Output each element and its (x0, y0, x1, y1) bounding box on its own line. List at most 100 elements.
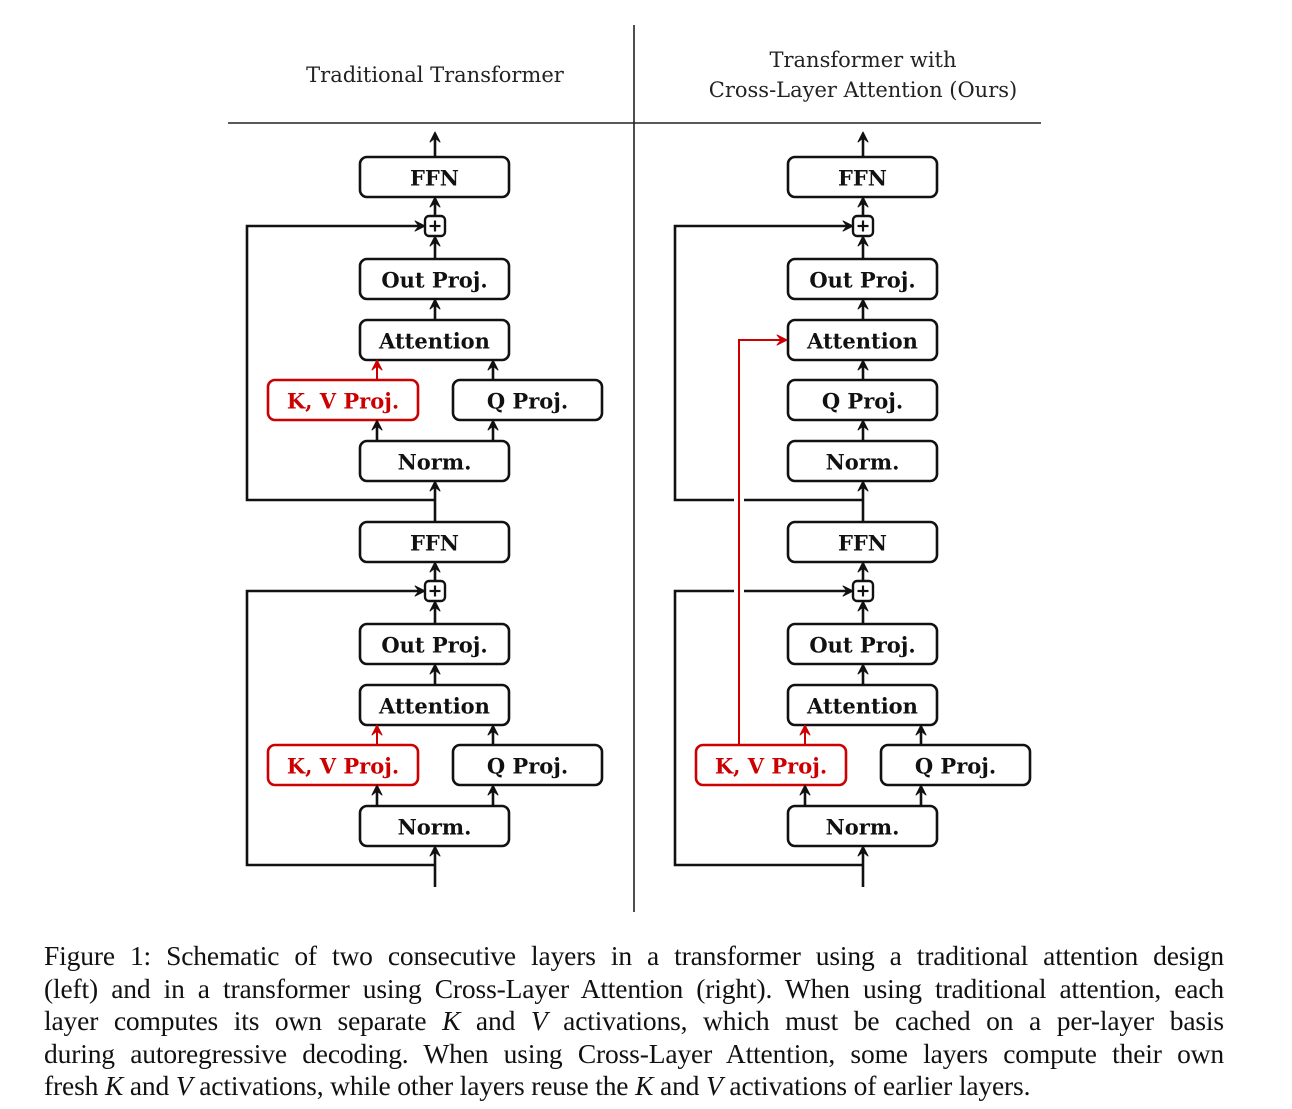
attention-block-label: Attention (806, 329, 918, 354)
out-proj-block-label: Out Proj. (809, 268, 915, 293)
norm-block: Norm. (786, 804, 939, 848)
arrowhead-icon (429, 131, 441, 143)
arrowhead-icon (429, 845, 441, 857)
caption-math-symbol: K (635, 1070, 654, 1101)
q-proj-block: Q Proj. (451, 743, 604, 787)
arrowhead-icon (371, 359, 383, 371)
arrowhead-icon (429, 561, 441, 573)
norm-block-label: Norm. (826, 450, 900, 475)
arrowhead-icon (429, 480, 441, 492)
caption-text: activations, which must be cached on a p… (547, 1005, 1224, 1036)
column-title-cross-layer: Cross-Layer Attention (Ours) (709, 78, 1017, 102)
caption-text: activations of earlier layers. (722, 1070, 1031, 1101)
out-proj-block: Out Proj. (786, 622, 939, 666)
kv-proj-block-label: K, V Proj. (715, 754, 827, 779)
arrowhead-icon (857, 480, 869, 492)
attention-block-label: Attention (806, 694, 918, 719)
arrowhead-icon (857, 600, 869, 612)
ffn-block-label: FFN (410, 531, 459, 556)
cross-layer-kv-connection (734, 334, 788, 745)
ffn-block: FFN (358, 520, 511, 564)
arrowhead-icon (487, 724, 499, 736)
caption-line: (left) and in a transformer using Cross-… (44, 973, 1224, 1006)
residual-add-node (423, 214, 447, 238)
norm-block-label: Norm. (398, 815, 472, 840)
kv-proj-block-frame (694, 743, 848, 787)
attention-block: Attention (358, 683, 511, 727)
caption-text: fresh (44, 1070, 105, 1101)
kv-proj-block-label: K, V Proj. (287, 389, 399, 414)
kv-proj-block-label: K, V Proj. (287, 754, 399, 779)
caption-line: layer computes its own separate K and V … (44, 1005, 1224, 1038)
arrowhead-icon (857, 359, 869, 371)
caption-text: layer computes its own separate (44, 1005, 443, 1036)
caption-text: during autoregressive decoding. When usi… (44, 1037, 1224, 1069)
q-proj-block-frame (451, 378, 604, 422)
ffn-block-label: FFN (410, 166, 459, 191)
residual-add-node (851, 214, 875, 238)
attention-block: Attention (786, 683, 939, 727)
q-proj-block: Q Proj. (879, 743, 1032, 787)
arrowhead-icon (487, 419, 499, 431)
out-proj-block: Out Proj. (358, 622, 511, 666)
caption-text: and (123, 1070, 176, 1101)
arrowhead-icon (857, 419, 869, 431)
q-proj-block-frame (451, 743, 604, 787)
arrowhead-icon (371, 419, 383, 431)
ffn-block: FFN (358, 155, 511, 199)
arrowhead-icon (429, 663, 441, 675)
residual-connection (245, 589, 435, 867)
arrowhead-icon (857, 845, 869, 857)
residual-connection (673, 224, 863, 502)
caption-text: and (653, 1070, 707, 1101)
arrowhead-icon (371, 784, 383, 796)
arrowhead-icon (857, 196, 869, 208)
residual-connection (673, 589, 863, 867)
caption-line: fresh K and V activations, while other l… (44, 1070, 1224, 1103)
kv-proj-block-frame (266, 378, 420, 422)
out-proj-block: Out Proj. (358, 257, 511, 301)
arrowhead-icon (429, 235, 441, 247)
q-proj-block-label: Q Proj. (487, 389, 568, 414)
q-proj-block-label: Q Proj. (822, 389, 903, 414)
kv-proj-block: K, V Proj. (266, 378, 420, 422)
kv-proj-block: K, V Proj. (266, 743, 420, 787)
arrowhead-icon (487, 784, 499, 796)
kv-reuse-line (738, 339, 785, 745)
residual-connection (245, 224, 435, 502)
q-proj-block-label: Q Proj. (915, 754, 996, 779)
attention-block-label: Attention (378, 694, 490, 719)
arrowhead-icon (414, 585, 426, 597)
caption-math-symbol: K (442, 1005, 461, 1036)
arrowhead-icon (857, 298, 869, 310)
q-proj-block-frame (879, 743, 1032, 787)
out-proj-block: Out Proj. (786, 257, 939, 301)
arrowhead-icon (857, 663, 869, 675)
arrowhead-icon (915, 724, 927, 736)
caption-math-symbol: V (175, 1070, 193, 1101)
arrowhead-icon (799, 784, 811, 796)
out-proj-block-label: Out Proj. (381, 633, 487, 658)
ffn-block-label: FFN (838, 531, 887, 556)
ffn-block: FFN (786, 155, 939, 199)
ffn-block: FFN (786, 520, 939, 564)
residual-add-node (423, 579, 447, 603)
arrowhead-icon (857, 131, 869, 143)
ffn-block-label: FFN (838, 166, 887, 191)
caption-math-symbol: V (706, 1070, 723, 1101)
kv-proj-block-frame (266, 743, 420, 787)
attention-block-label: Attention (378, 329, 490, 354)
arrowhead-icon (429, 196, 441, 208)
norm-block-label: Norm. (398, 450, 472, 475)
attention-block: Attention (358, 318, 511, 362)
arrowhead-icon (371, 724, 383, 736)
attention-block: Attention (786, 318, 939, 362)
residual-add-node (851, 579, 875, 603)
out-proj-block-label: Out Proj. (381, 268, 487, 293)
column-title-cross-layer: Transformer with (769, 48, 956, 72)
